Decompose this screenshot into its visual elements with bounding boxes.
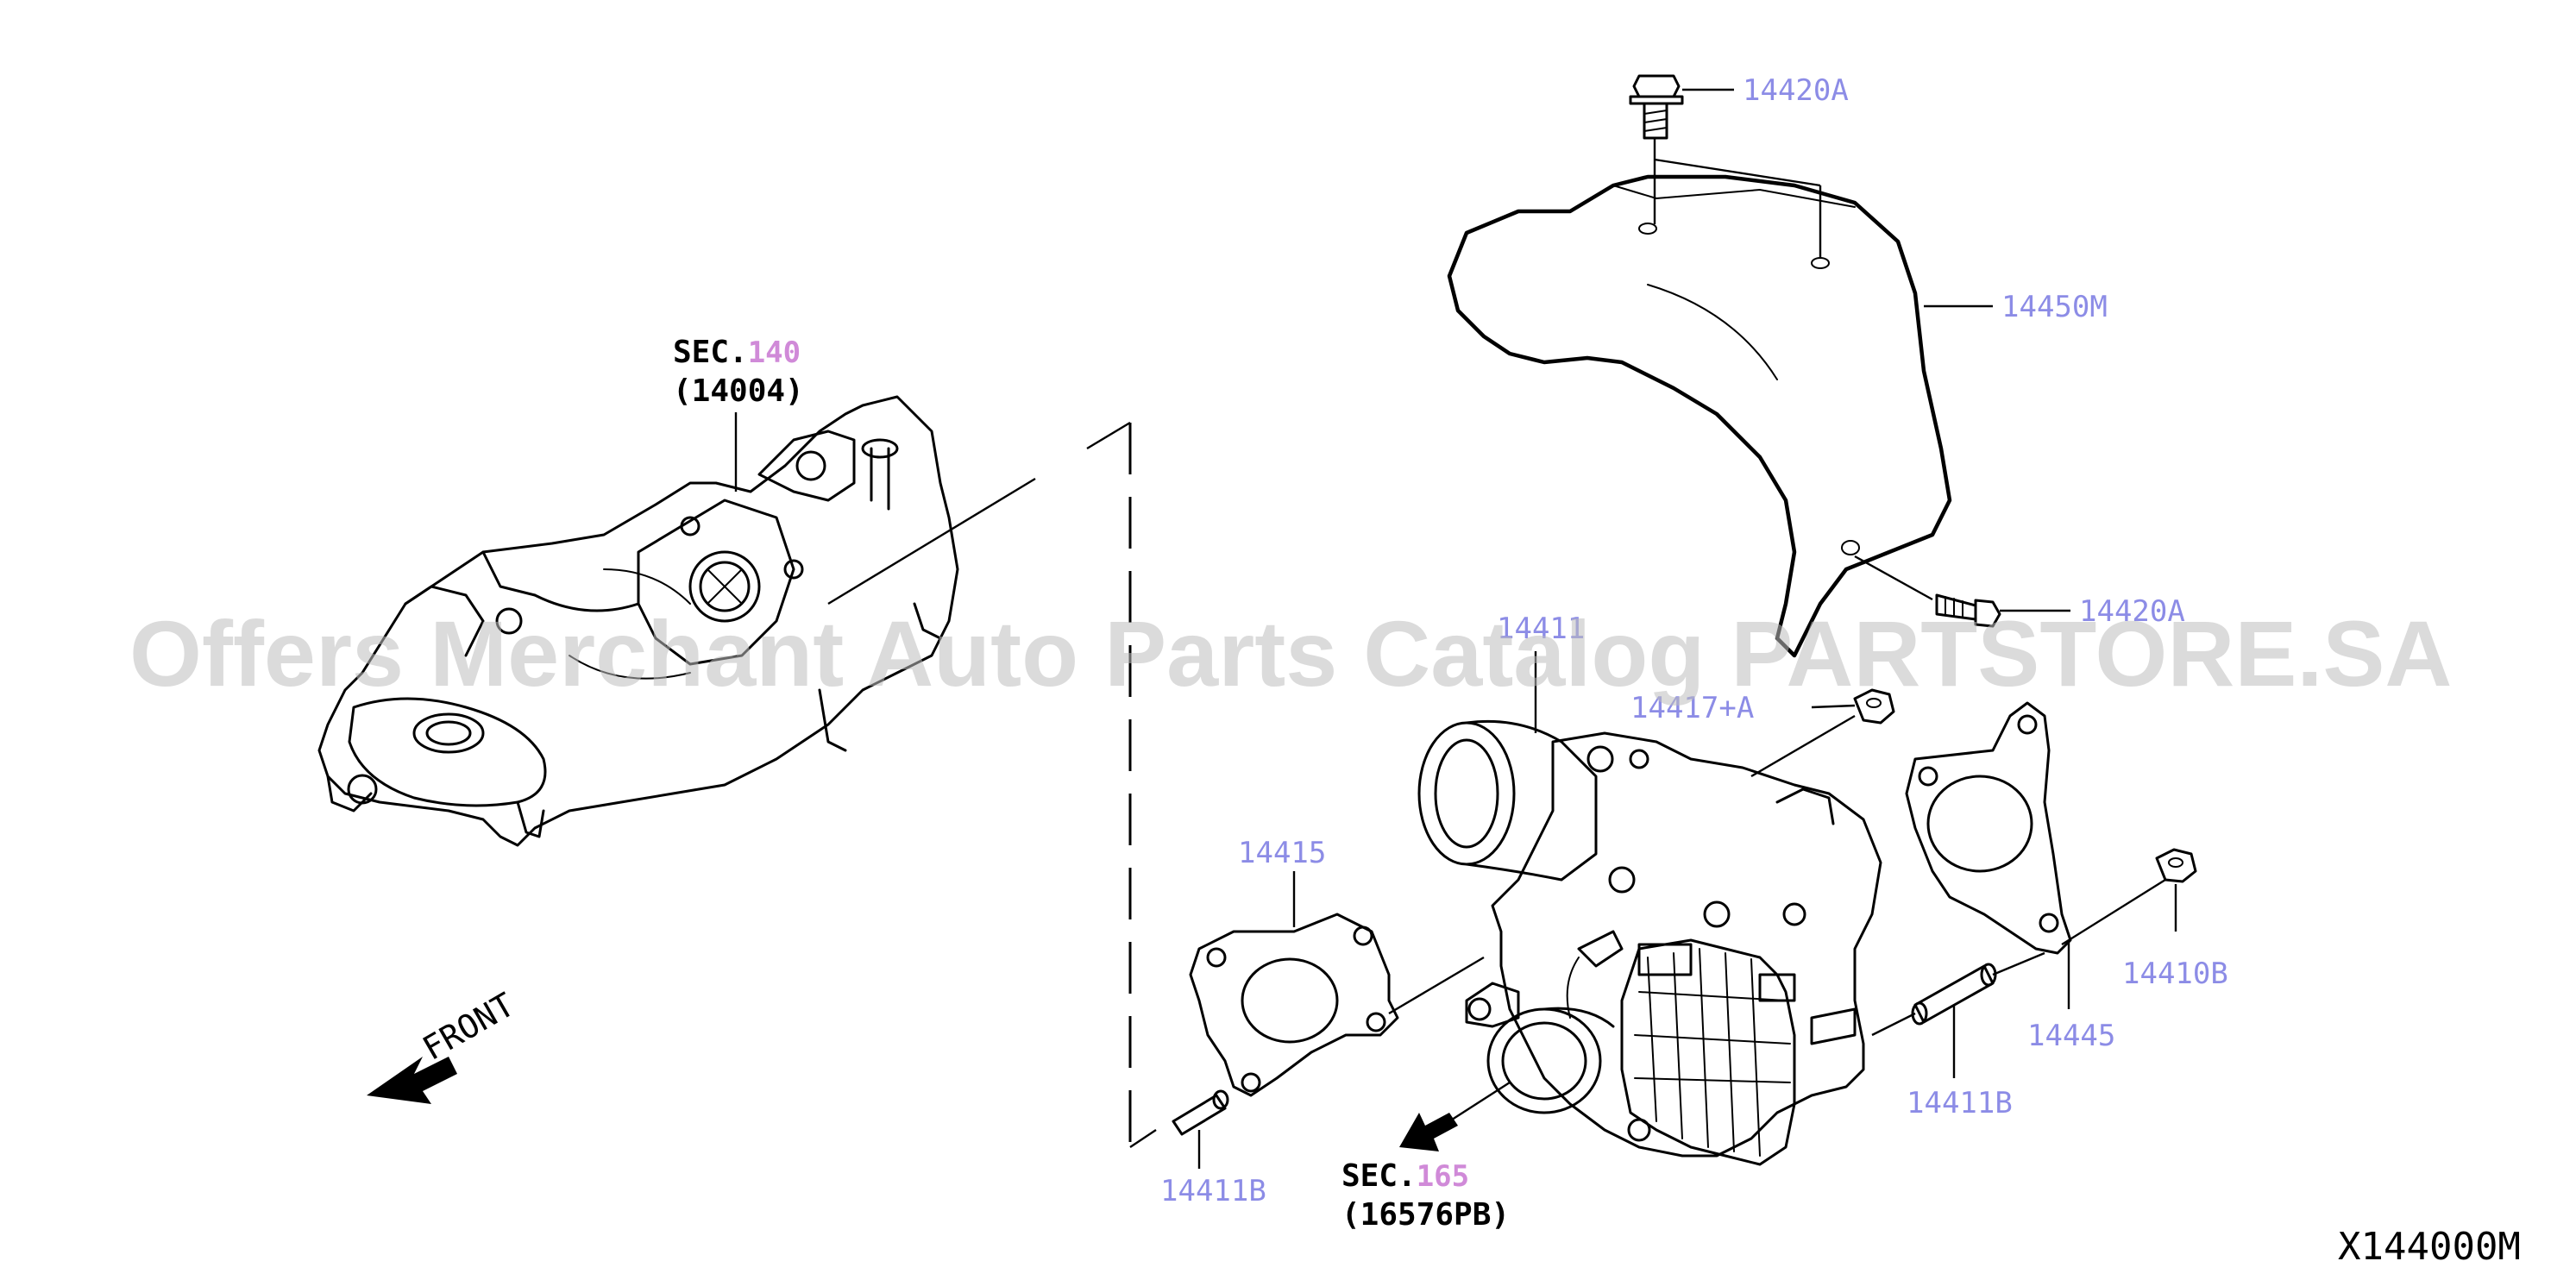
mount-axis-line [827,477,1036,605]
section-number: 140 [748,336,801,370]
callout-14450m: 14450M [2001,290,2108,324]
direction-arrow-icon [1399,1113,1458,1151]
callout-14415: 14415 [1238,836,1326,870]
turbocharger-14411[interactable]: 14411 [1417,612,1882,1166]
callout-14417a: 14417+A [1630,691,1754,725]
callout-14411: 14411 [1497,612,1585,646]
callout-14420a-top: 14420A [1743,73,1849,108]
svg-text:SEC.165: SEC.165 [1341,1158,1469,1194]
heat-shield-14450m[interactable]: 14450M [1447,158,2108,658]
exhaust-manifold[interactable] [317,395,959,847]
gasket-14445[interactable]: 14445 [1905,701,2166,1053]
bolt-14420a-top[interactable]: 14420A [1629,73,1849,224]
section-ref-140[interactable]: SEC.140 (14004) [673,335,804,492]
section-prefix: SEC. [673,335,748,370]
callout-14411b-left: 14411B [1160,1174,1266,1208]
front-arrow-icon [367,1057,457,1104]
divider-foot [1129,1129,1157,1148]
section-part-number: (16576PB) [1341,1197,1510,1233]
nut-14410b[interactable]: 14410B [2122,848,2228,991]
stud-14411b-left[interactable]: 14411B [1160,1089,1266,1208]
nut-14417a[interactable]: 14417+A [1630,688,1895,778]
callout-14410b: 14410B [2122,957,2228,991]
bolt-14420a-side[interactable]: 14420A [1854,555,2185,629]
section-number: 165 [1417,1159,1469,1194]
divider-cap [1086,421,1131,450]
front-label: FRONT [417,985,521,1067]
section-part-number: (14004) [673,373,804,409]
callout-14411b-right: 14411B [1907,1086,2013,1120]
callout-14445: 14445 [2027,1019,2115,1053]
watermark-text: Offers Merchant Auto Parts Catalog PARTS… [129,601,2452,706]
diagram-id: X144000M [2338,1225,2521,1269]
svg-text:SEC.140: SEC.140 [673,335,801,370]
gasket-14415[interactable]: 14415 [1189,836,1485,1097]
callout-14420a-side: 14420A [2079,594,2185,629]
stud-14411b-right[interactable]: 14411B [1871,951,2045,1120]
section-prefix: SEC. [1341,1158,1417,1194]
section-ref-165[interactable]: SEC.165 (16576PB) [1341,1081,1511,1233]
front-direction-indicator: FRONT [367,985,521,1104]
